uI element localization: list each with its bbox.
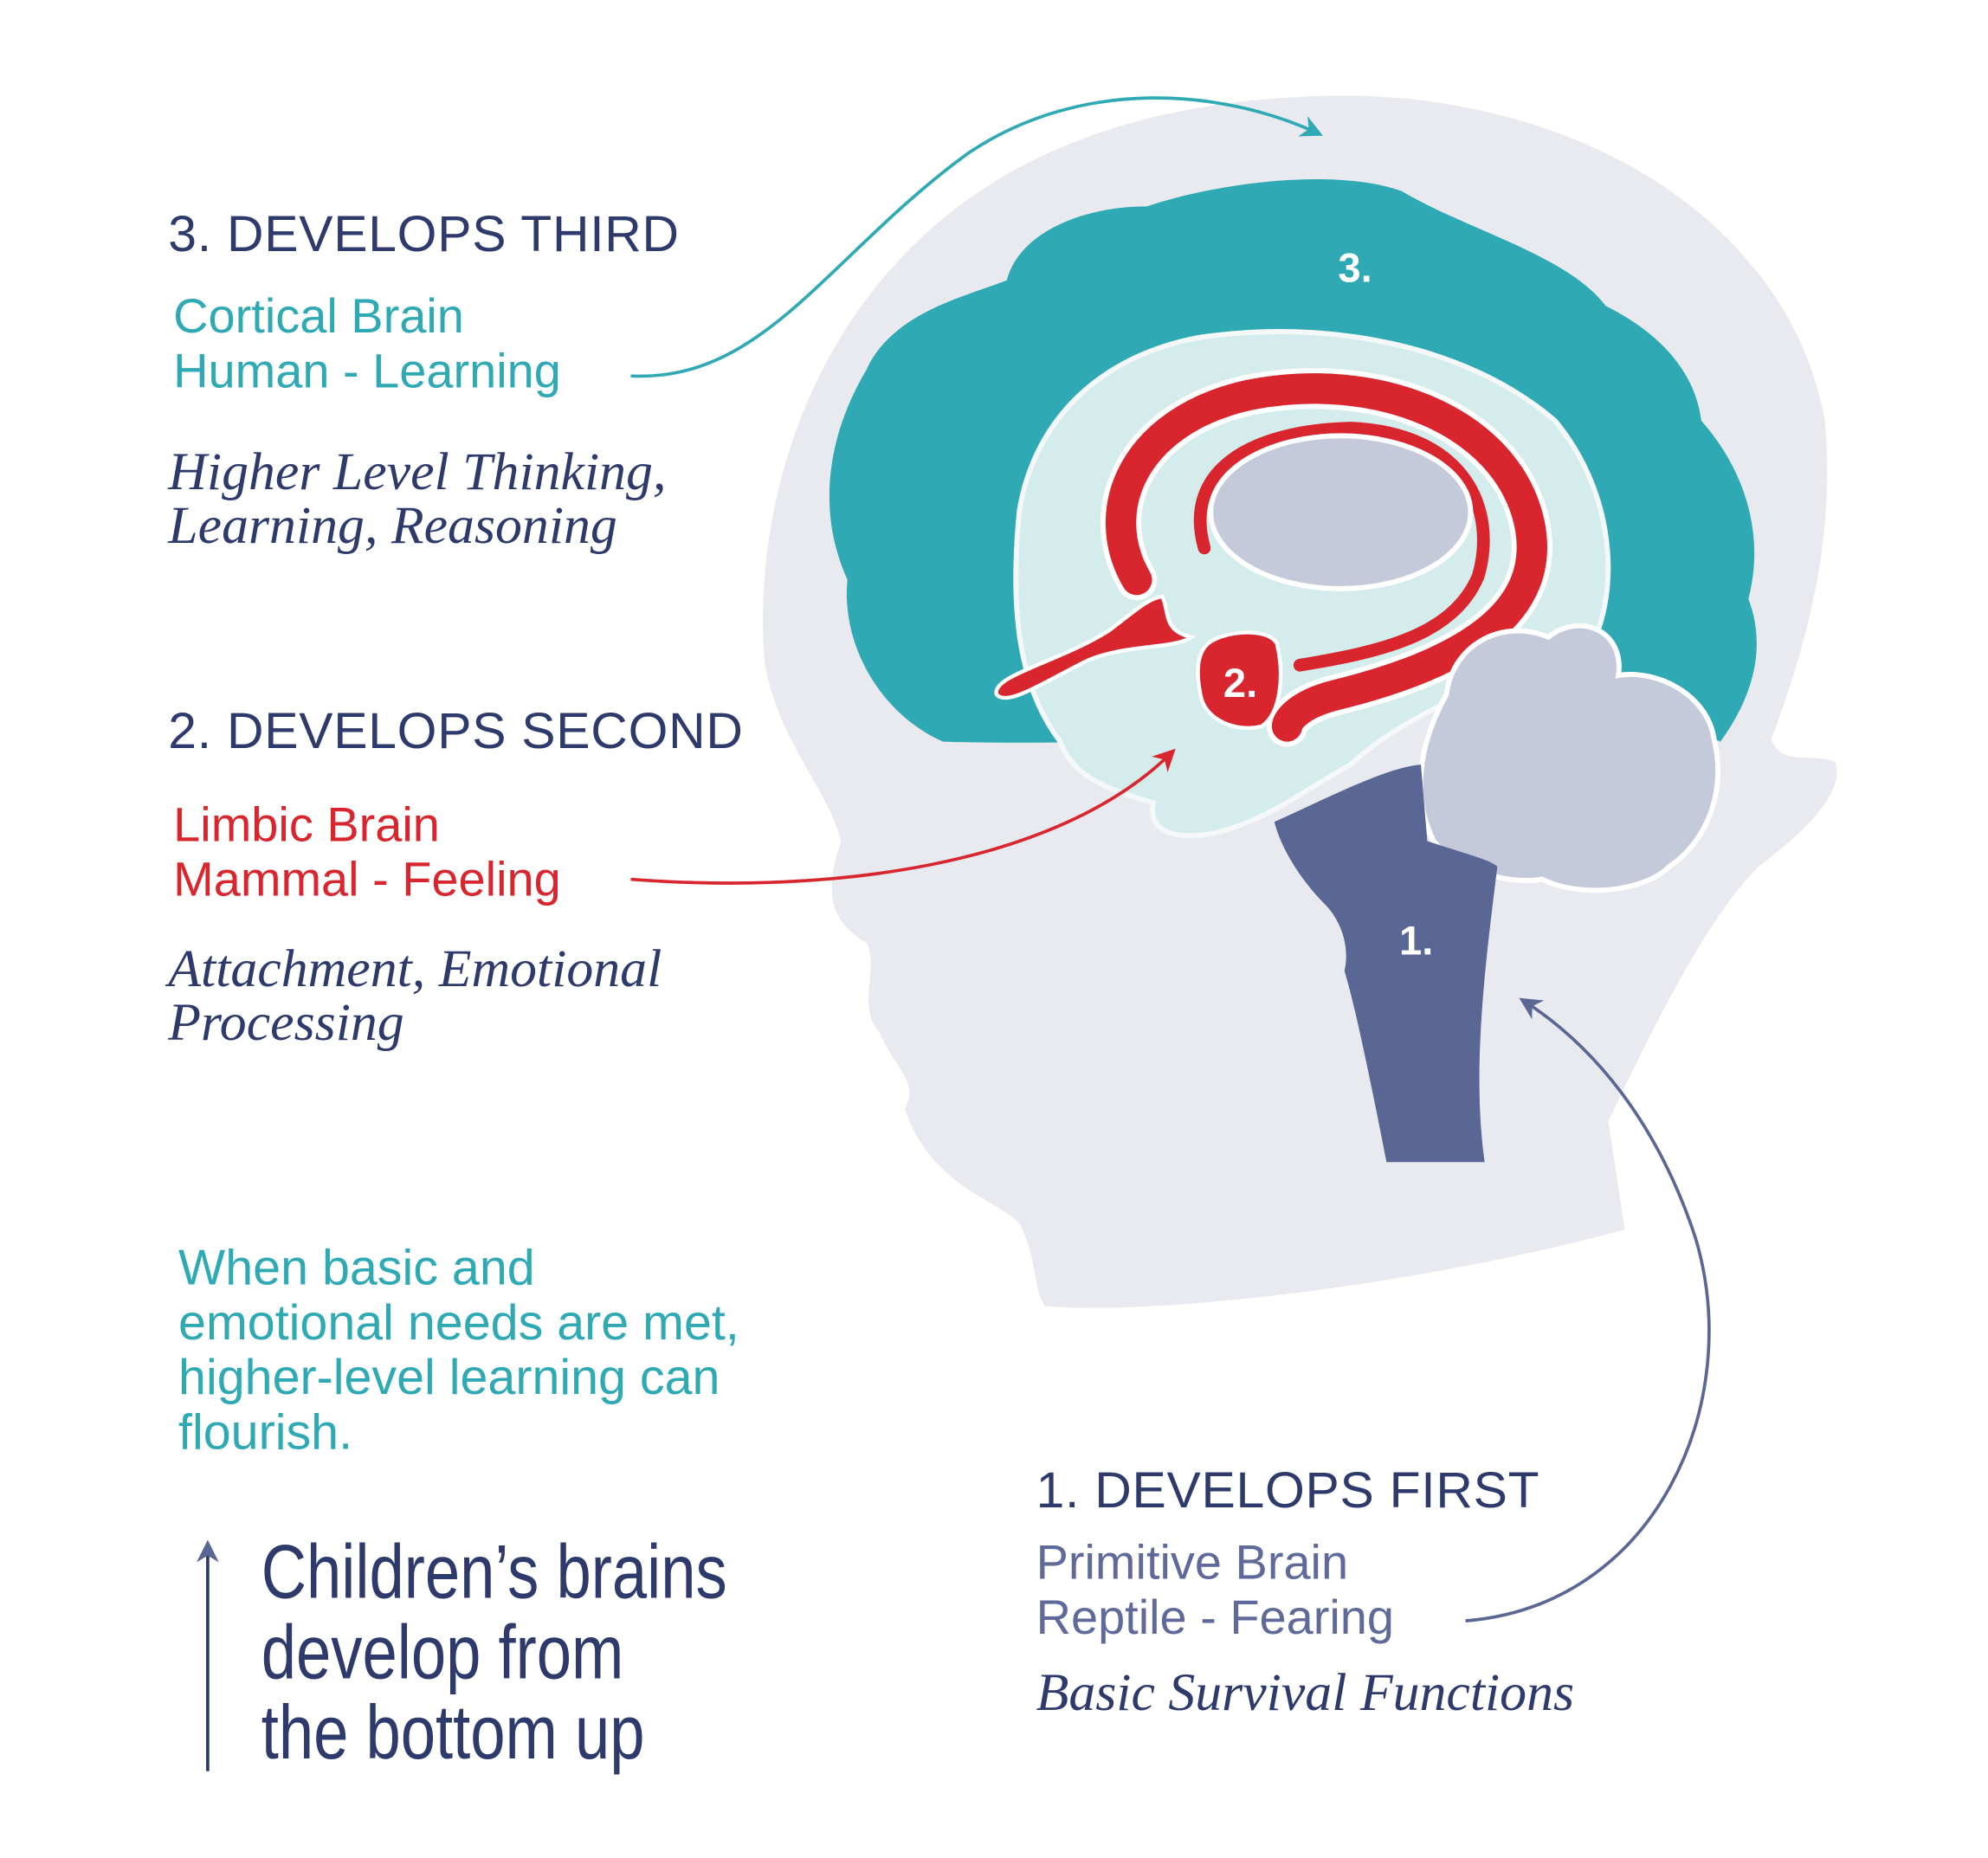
first-desc1: Basic Survival Functions bbox=[1036, 1664, 1575, 1723]
fornix bbox=[1193, 422, 1490, 672]
cingulate bbox=[1105, 373, 1547, 742]
second-desc2: Processing bbox=[168, 994, 404, 1053]
marker-1: 1. bbox=[1399, 917, 1434, 964]
first-line2: Reptile - Fearing bbox=[1036, 1591, 1395, 1646]
note-line1: When basic and bbox=[178, 1241, 535, 1296]
tagline-line2: develop from bbox=[261, 1609, 624, 1695]
tagline-line1: Children’s brains bbox=[261, 1529, 727, 1615]
limbic-tendril bbox=[994, 594, 1197, 700]
note-line3: higher-level learning can bbox=[178, 1351, 720, 1406]
marker-3: 3. bbox=[1338, 244, 1372, 291]
second-line1: Limbic Brain bbox=[173, 798, 440, 853]
note-line4: flourish. bbox=[178, 1405, 353, 1461]
note-line2: emotional needs are met, bbox=[178, 1295, 739, 1352]
first-line1: Primitive Brain bbox=[1036, 1536, 1349, 1590]
arrow-first bbox=[1465, 997, 1711, 1623]
thalamus bbox=[1208, 433, 1474, 591]
second-line2: Mammal - Feeling bbox=[173, 854, 561, 907]
second-desc1: Attachment, Emotional bbox=[168, 940, 662, 999]
tagline-line3: the bottom up bbox=[261, 1689, 645, 1776]
third-desc1: Higher Level Thinking, bbox=[168, 443, 667, 502]
first-heading: 1. DEVELOPS FIRST bbox=[1036, 1462, 1540, 1519]
marker-2: 2. bbox=[1223, 660, 1258, 706]
third-line2: Human - Learning bbox=[173, 345, 561, 399]
amygdala bbox=[1196, 630, 1283, 730]
third-line1: Cortical Brain bbox=[173, 290, 464, 345]
second-heading: 2. DEVELOPS SECOND bbox=[168, 703, 744, 760]
brainstem bbox=[1274, 764, 1498, 1163]
arrow-second bbox=[630, 748, 1176, 885]
third-heading: 3. DEVELOPS THIRD bbox=[168, 206, 680, 263]
arrow-third bbox=[630, 96, 1323, 378]
third-desc2: Learning, Reasoning bbox=[168, 497, 617, 556]
